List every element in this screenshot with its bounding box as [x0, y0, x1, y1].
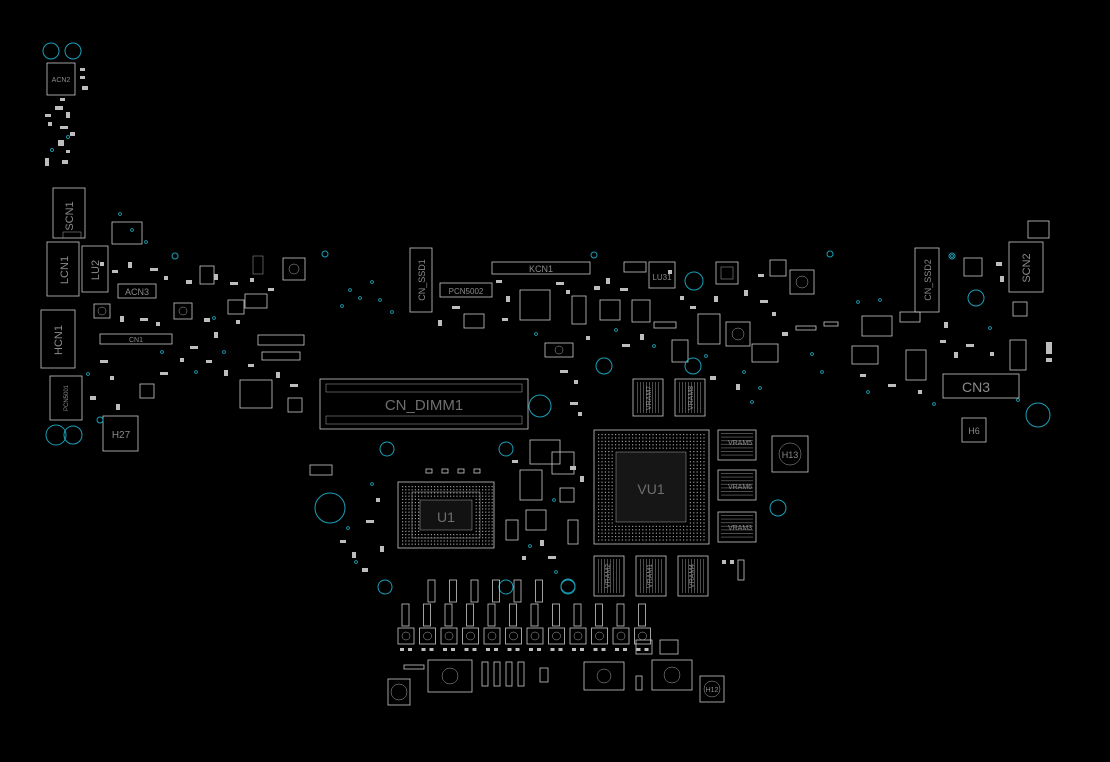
label-pcn5001: PCN5001	[64, 384, 70, 411]
label-cn1: CN1	[129, 337, 143, 344]
label-vram2: VRAM2	[605, 564, 612, 588]
label-vram4: VRAM4	[689, 564, 696, 588]
component-vram2[interactable]	[593, 555, 625, 597]
left-pad-field	[86, 212, 394, 410]
label-u1: U1	[437, 509, 455, 525]
component-vram8[interactable]	[674, 378, 706, 417]
mount-h13[interactable]	[771, 435, 809, 473]
component-cn-ssd2[interactable]	[914, 247, 940, 313]
label-lu31: LU31	[652, 273, 672, 282]
label-vu1: VU1	[637, 481, 664, 497]
cpu-region: U1	[309, 464, 576, 595]
label-cn-dimm1: CN_DIMM1	[385, 397, 463, 414]
component-kcn1[interactable]	[491, 261, 591, 275]
right-region: CN_SSD2 SCN2 CN3 H6	[851, 220, 1052, 443]
component-acn2[interactable]	[46, 62, 76, 96]
mount-h12[interactable]	[699, 675, 725, 703]
label-cn-ssd1: CN_SSD1	[417, 259, 427, 301]
label-cn3: CN3	[962, 379, 990, 395]
label-vram3: VRAM3	[728, 525, 752, 532]
component-hcn1[interactable]	[40, 309, 76, 369]
label-acn2: ACN2	[52, 77, 71, 84]
center-top-pad-field	[438, 270, 860, 404]
mount-h6[interactable]	[961, 417, 987, 443]
label-h13: H13	[782, 450, 799, 460]
component-cn1[interactable]	[99, 333, 173, 345]
label-vram1: VRAM1	[647, 564, 654, 588]
component-vram5[interactable]	[717, 429, 757, 461]
center-top-region: CN_SSD1 PCN5002 KCN1 LU31	[409, 247, 839, 375]
component-vram1[interactable]	[635, 555, 667, 597]
component-vram4[interactable]	[677, 555, 709, 597]
label-vram5: VRAM5	[728, 440, 752, 447]
component-cn-dimm1[interactable]	[319, 378, 529, 430]
component-vu1[interactable]	[593, 429, 710, 545]
component-pcn5001[interactable]	[49, 375, 83, 421]
component-scn2[interactable]	[1008, 241, 1044, 293]
label-h6: H6	[968, 426, 980, 436]
label-lu2: LU2	[90, 260, 102, 280]
dimm-slot-region: CN_DIMM1	[319, 378, 552, 457]
label-scn1: SCN1	[64, 201, 76, 230]
label-h27: H27	[112, 430, 131, 441]
left-io-region: ACN2 SCN1 LCN1 LU2 ACN3 HCN1 CN1 PCN5001…	[40, 42, 329, 452]
component-cn-ssd1[interactable]	[409, 247, 433, 313]
label-acn3: ACN3	[125, 287, 149, 297]
label-scn2: SCN2	[1021, 253, 1033, 282]
label-lcn1: LCN1	[59, 256, 71, 284]
component-u1[interactable]	[397, 481, 495, 549]
component-acn3[interactable]	[117, 283, 157, 299]
component-cn3[interactable]	[942, 373, 1020, 399]
cpu-gpu-cluster	[340, 402, 584, 574]
label-hcn1: HCN1	[53, 325, 65, 355]
component-vram7[interactable]	[632, 378, 664, 417]
mount-h27[interactable]	[102, 415, 139, 452]
label-cn-ssd2: CN_SSD2	[923, 259, 933, 301]
component-lu2[interactable]	[81, 245, 109, 293]
label-pcn5002: PCN5002	[449, 287, 484, 296]
gpu-region: VU1 VRAM7 VRAM8 VRAM5 VRAM6 VRAM3 VRAM2 …	[593, 378, 809, 597]
label-h12: H12	[706, 687, 719, 694]
component-lu31[interactable]	[648, 261, 676, 289]
component-pcn5002[interactable]	[439, 282, 493, 298]
component-lcn1[interactable]	[46, 241, 80, 297]
component-vram3[interactable]	[717, 511, 757, 543]
label-kcn1: KCN1	[529, 264, 553, 274]
bottom-vrm-region: H12	[387, 578, 725, 706]
component-vram6[interactable]	[717, 469, 757, 501]
